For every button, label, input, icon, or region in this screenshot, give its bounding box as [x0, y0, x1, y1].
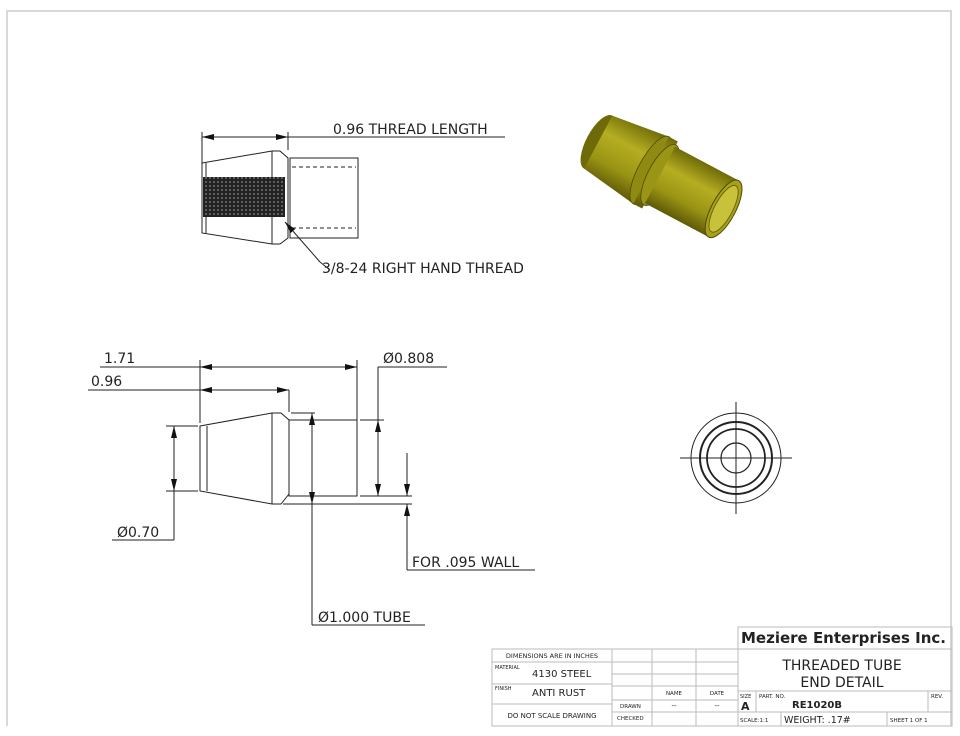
drawing-sheet-border — [6, 10, 952, 726]
top-view — [201, 132, 505, 271]
material-value: 4130 STEEL — [532, 669, 592, 680]
size-value: A — [741, 700, 750, 713]
company-name: Meziere Enterprises Inc. — [741, 629, 946, 647]
dimensions-note: DIMENSIONS ARE IN INCHES — [506, 652, 598, 660]
do-not-scale-note: DO NOT SCALE DRAWING — [507, 712, 596, 720]
drawn-label: DRAWN — [620, 704, 641, 710]
thread-spec-label: 3/8-24 RIGHT HAND THREAD — [322, 261, 524, 277]
part-no-label: PART. NO. — [759, 694, 786, 700]
size-label: SIZE — [740, 694, 751, 700]
drawing-title-line1: THREADED TUBE — [781, 658, 901, 674]
tube-od-dim: Ø0.808 — [383, 351, 434, 367]
checked-label: CHECKED — [617, 716, 644, 722]
scale-label: SCALE:1:1 — [740, 718, 768, 724]
isometric-model — [580, 115, 743, 239]
weight: WEIGHT: .17# — [784, 715, 851, 726]
name-header: NAME — [666, 691, 683, 697]
thread-length-dim: 0.96 — [91, 374, 122, 390]
overall-length-dim: 1.71 — [104, 351, 135, 367]
thread-length-label: 0.96 THREAD LENGTH — [333, 122, 488, 138]
drawn-name: -- — [671, 702, 677, 710]
rev-label: REV. — [931, 694, 943, 700]
thread-hatch — [203, 177, 285, 217]
tube-label: Ø1.000 TUBE — [318, 610, 411, 626]
end-view — [680, 402, 792, 514]
part-number: RE1020B — [792, 700, 842, 711]
drawing-title-line2: END DETAIL — [800, 675, 883, 691]
finish-value: ANTI RUST — [532, 688, 586, 699]
material-label: MATERIAL — [495, 665, 520, 671]
small-diameter-dim: Ø0.70 — [117, 525, 159, 541]
wall-label: FOR .095 WALL — [412, 555, 519, 571]
title-block — [491, 626, 953, 727]
side-view — [88, 360, 535, 626]
drawn-date: -- — [714, 702, 720, 710]
sheet-number: SHEET 1 OF 1 — [890, 718, 928, 724]
finish-label: FINISH — [495, 686, 512, 692]
date-header: DATE — [710, 691, 725, 697]
